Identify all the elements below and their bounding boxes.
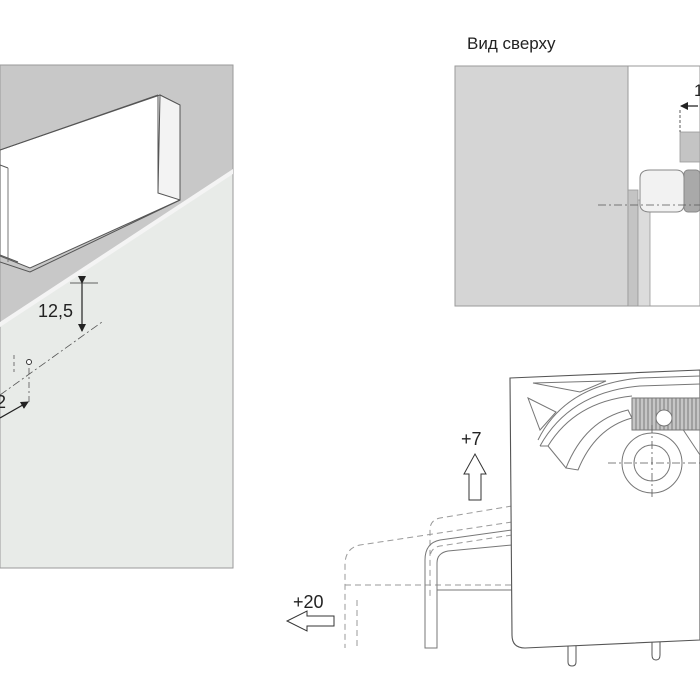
hinge-arm-block bbox=[683, 169, 700, 213]
shift-left-indicator: +20 bbox=[285, 592, 335, 632]
drill-point-icon bbox=[26, 359, 32, 365]
mounting-view: 12,5 2 bbox=[0, 64, 234, 569]
top-view-title: Вид сверху bbox=[467, 34, 556, 53]
displaced-outline bbox=[344, 505, 513, 648]
wall-edge-strip bbox=[0, 169, 233, 327]
shift-up-label: +7 bbox=[461, 429, 482, 449]
left-arrow-icon bbox=[285, 610, 335, 632]
hinge-pivot bbox=[608, 409, 700, 500]
drill-centerline bbox=[0, 321, 103, 396]
shift-left-label: +20 bbox=[293, 592, 324, 612]
top-view-dimension-label: 1 bbox=[694, 81, 700, 100]
dimension-diagonal-label: 2 bbox=[0, 392, 6, 412]
top-view-wall bbox=[454, 65, 629, 307]
hinge-arc-slot-outer bbox=[537, 375, 700, 441]
dimension-vertical: 12,5 bbox=[38, 276, 98, 332]
dimension-vertical-label: 12,5 bbox=[38, 301, 73, 321]
hinge-mechanism: +7 +20 bbox=[285, 369, 700, 667]
shift-up-indicator: +7 bbox=[461, 429, 487, 501]
hinge-arc-slot-inner bbox=[540, 395, 633, 447]
dimension-diagonal: 2 bbox=[0, 392, 29, 419]
up-arrow-icon bbox=[463, 452, 487, 501]
hinge-cup-shape bbox=[639, 169, 685, 213]
top-view: Вид сверху 1 bbox=[454, 34, 700, 307]
mounting-block bbox=[0, 94, 181, 273]
hinge-plate bbox=[679, 131, 700, 163]
hinge-arm-outline bbox=[424, 529, 513, 649]
